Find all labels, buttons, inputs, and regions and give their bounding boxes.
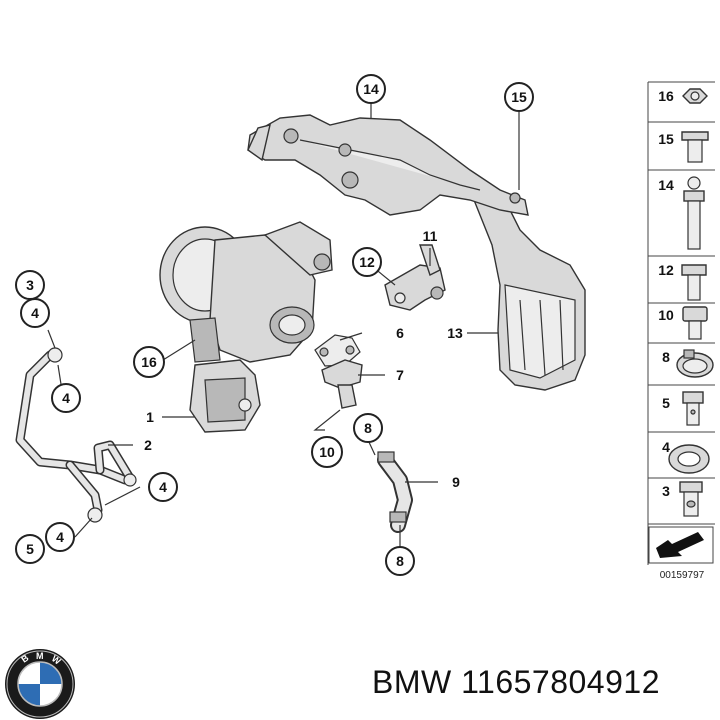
callout-8-top-label: 8 [364,420,372,436]
callout-3: 3 [15,270,45,300]
callout-16: 16 [133,346,165,378]
legend-16-label: 16 [658,88,674,104]
legend-row-15: 15 [658,131,709,163]
callout-15: 15 [504,82,534,112]
callout-15-label: 15 [511,89,527,105]
legend-14-label: 14 [658,177,674,193]
callout-11-label: 11 [423,228,438,244]
legend-5-label: 5 [662,395,670,411]
callout-13: 13 [447,325,463,341]
fastener-legend: 16 15 14 12 [647,81,715,581]
callout-11: 11 [423,228,438,244]
callout-10-label: 10 [319,444,335,460]
callout-9: 9 [452,474,460,490]
callout-4-c-label: 4 [159,479,167,495]
legend-10-label: 10 [658,307,674,323]
legend-row-16: 16 [658,88,708,104]
oil-feed-line [15,347,137,523]
part-number-caption: BMW 11657804912 [372,664,660,700]
callout-4-d-label: 4 [56,529,64,545]
hose-clamp-icon [676,349,714,378]
callout-4-b-label: 4 [62,390,70,406]
callout-4-a: 4 [20,298,50,328]
legend-15-label: 15 [658,131,674,147]
hollow-bolt-icon [679,481,703,517]
callout-1-label: 1 [146,409,154,425]
collar-bolt-icon [681,264,707,301]
sealing-ring-icon [668,444,710,474]
heat-shield [468,188,586,391]
callout-5: 5 [15,534,45,564]
bmw-logo: B M W [5,649,75,719]
callout-4-a-label: 4 [31,305,39,321]
callout-3-label: 3 [26,277,34,293]
support-bracket [384,244,446,311]
oil-return-gasket [314,334,361,367]
hex-bolt-icon [682,306,708,340]
oil-return-flange [321,359,363,409]
callout-8-bottom: 8 [385,546,415,576]
callout-4-b: 4 [51,383,81,413]
callout-2: 2 [144,437,152,453]
legend-8-label: 8 [662,349,670,365]
callout-14-label: 14 [363,81,379,97]
legend-row-3: 3 [662,481,703,517]
callout-6-label: 6 [396,325,404,341]
legend-row-10: 10 [658,306,708,340]
callout-8-top: 8 [353,413,383,443]
legend-3-label: 3 [662,483,670,499]
turbocharger [159,221,333,433]
callout-12-label: 12 [359,254,375,270]
svg-text:B: B [19,652,30,664]
callout-4-c: 4 [148,472,178,502]
callout-6: 6 [396,325,404,341]
oil-return-hose [377,451,413,533]
exhaust-bracket [247,114,529,216]
leader-lines [47,103,520,548]
legend-row-8: 8 [662,349,714,378]
callout-4-d: 4 [45,522,75,552]
legend-row-4: 4 [662,439,710,474]
svg-text:M: M [36,651,44,661]
legend-12-label: 12 [658,262,674,278]
callout-1: 1 [146,409,154,425]
callout-2-label: 2 [144,437,152,453]
callout-7-label: 7 [396,367,404,383]
legend-4-label: 4 [662,439,670,455]
banjo-bolt-icon [682,391,704,426]
callout-13-label: 13 [447,325,463,341]
callout-9-label: 9 [452,474,460,490]
callout-16-label: 16 [141,354,157,370]
callout-7: 7 [396,367,404,383]
legend-row-5: 5 [662,391,704,426]
callout-14: 14 [356,74,386,104]
legend-row-14: 14 [658,176,705,250]
callout-12: 12 [352,247,382,277]
diagram-id: 00159797 [660,570,705,581]
flange-bolt-icon [681,131,709,163]
callout-5-label: 5 [26,541,34,557]
direction-arrow-icon [648,526,714,564]
callout-8-bottom-label: 8 [396,553,404,569]
callout-10: 10 [311,436,343,468]
legend-row-12: 12 [658,262,707,301]
stud-bolt-icon [683,176,705,250]
